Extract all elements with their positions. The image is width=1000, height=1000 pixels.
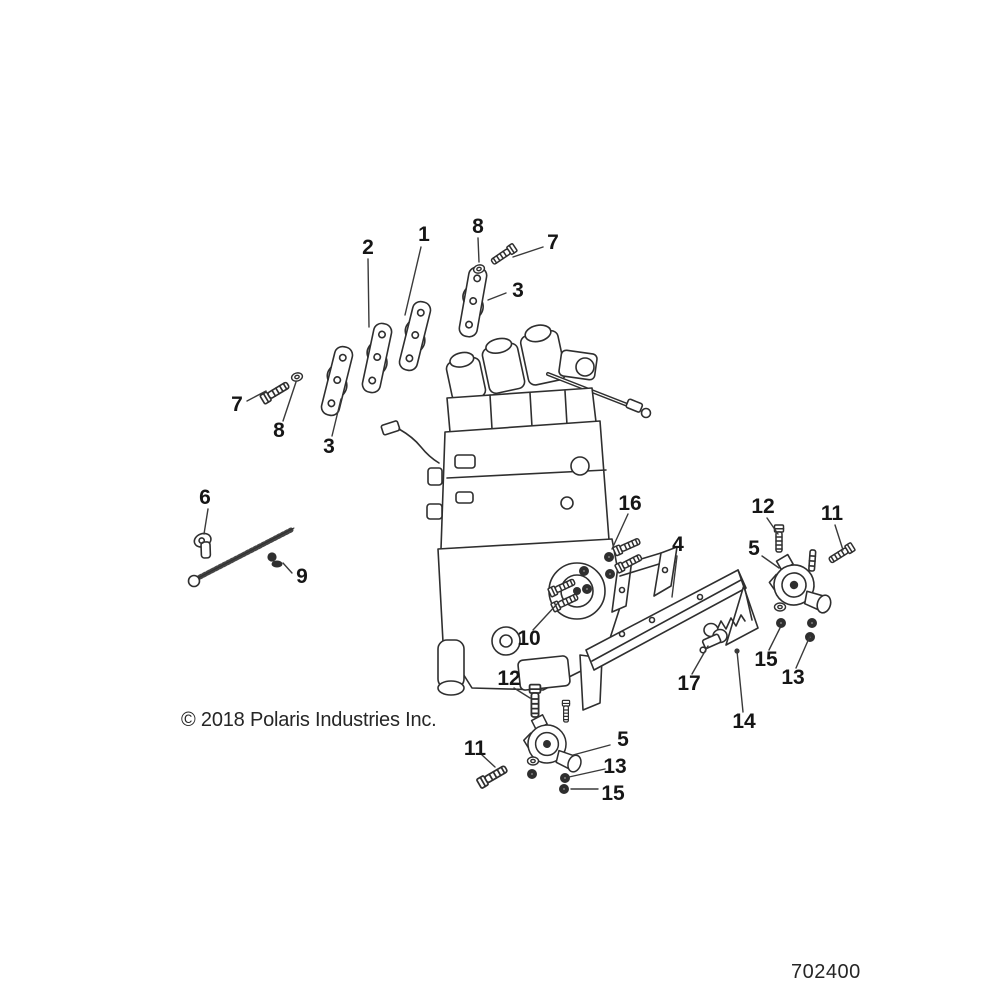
callout-14: 14 [732,710,756,733]
callout-11-left: 11 [463,737,487,760]
mounting-plate-3-left [317,343,357,419]
callout-5-right-leader [761,555,780,569]
engine-assembly [380,324,652,696]
callout-13-right-leader [795,635,811,669]
callout-1: 1 [418,223,430,246]
callout-2-leader [367,258,370,328]
callout-15-right-leader [768,627,781,651]
callout-10: 10 [517,627,541,650]
cylinder-block [440,420,610,550]
clamp-6 [193,532,212,559]
callout-12-left: 12 [497,667,521,690]
callout-3-top: 3 [512,279,524,302]
callout-16: 16 [618,492,642,515]
callout-12-right: 12 [751,495,775,518]
callout-13-right: 13 [781,666,805,689]
callout-5-bottom: 5 [617,728,629,751]
rod-nut-9 [267,552,283,568]
callout-17: 17 [677,672,701,695]
callout-11-left-leader [481,754,496,768]
mounting-plate-2 [358,320,396,396]
callout-14-leader [736,650,744,713]
callout-7-left-leader [246,390,267,402]
callout-9-leader [282,562,293,574]
callout-4: 4 [672,533,684,556]
callout-16-leader [611,513,629,550]
callout-8-top: 8 [472,215,484,238]
leader-lines [203,237,844,790]
callout-7-top-leader [512,246,544,258]
hardware-bolts [258,242,857,790]
mounting-plate-1 [395,298,435,374]
callout-8-left-leader [282,381,297,422]
callout-7-top: 7 [547,231,559,254]
callout-11-right-leader [834,524,844,551]
callout-12-left-leader [513,687,531,699]
engine-mount-bottom [520,710,586,779]
callout-11-right: 11 [820,502,844,525]
callout-7-left: 7 [231,393,243,416]
drawing-part-number: 702400 [791,961,861,983]
callout-17-leader [691,645,709,675]
callout-6-leader [203,508,209,535]
callout-1-leader [404,246,422,316]
stud [808,549,817,572]
callout-3-top-leader [487,292,507,301]
callout-13-bottom-leader [568,768,606,778]
callout-13-bottom: 13 [603,755,627,778]
intake-manifold [445,324,567,402]
clamp-17 [699,622,728,654]
callout-5-bottom-leader [572,744,611,756]
callout-9: 9 [296,565,308,588]
callout-14-target-dot [734,648,740,654]
callout-5-right: 5 [748,537,760,560]
callout-10-leader [532,603,558,631]
callout-3-left: 3 [323,435,335,458]
tie-rod [187,527,295,588]
wire-connector [380,420,401,436]
callout-3-left-leader [331,398,342,437]
callout-8-top-leader [477,237,480,263]
callout-15-right: 15 [754,648,778,671]
callout-2: 2 [362,236,374,259]
copyright-text: © 2018 Polaris Industries Inc. [181,709,437,731]
callout-4-leader [671,555,678,598]
callout-15-bottom: 15 [601,782,625,805]
mounting-plate-3-right [455,264,491,340]
callout-12-right-leader [766,517,779,535]
callout-6: 6 [199,486,211,509]
callout-8-left: 8 [273,419,285,442]
engine-mount-right [765,548,836,623]
front-mounting-bracket [579,546,759,711]
